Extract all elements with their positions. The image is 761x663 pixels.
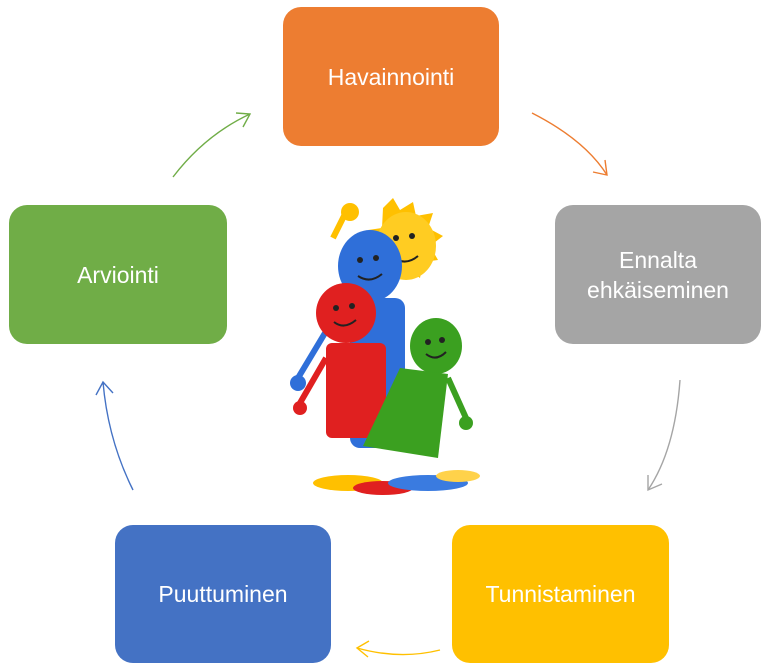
step-label: Ennalta ehkäiseminen <box>587 246 729 303</box>
step-label: Tunnistaminen <box>485 581 636 607</box>
step-label: Puuttuminen <box>158 581 288 607</box>
step-label: Havainnointi <box>327 63 455 90</box>
step-arviointi[interactable]: Arviointi <box>9 205 227 344</box>
arrow-ennalta-to-tunnistaminen <box>647 379 681 492</box>
step-havainnointi[interactable]: Havainnointi <box>283 7 499 146</box>
arrow-puuttuminen-to-arviointi <box>95 380 134 491</box>
step-puuttuminen[interactable]: Puuttuminen <box>115 525 331 663</box>
green-child-figure <box>363 318 473 458</box>
children-group-illustration <box>290 198 480 495</box>
step-ennalta-ehkaiseminen[interactable]: Ennalta ehkäiseminen <box>555 205 761 344</box>
arrow-tunnistaminen-to-puuttuminen <box>355 640 441 658</box>
red-child-figure <box>293 283 386 438</box>
step-label: Arviointi <box>77 261 159 288</box>
arrow-havainnointi-to-ennalta <box>531 112 608 176</box>
step-tunnistaminen[interactable]: Tunnistaminen <box>452 525 669 663</box>
arrow-arviointi-to-havainnointi <box>172 112 252 178</box>
